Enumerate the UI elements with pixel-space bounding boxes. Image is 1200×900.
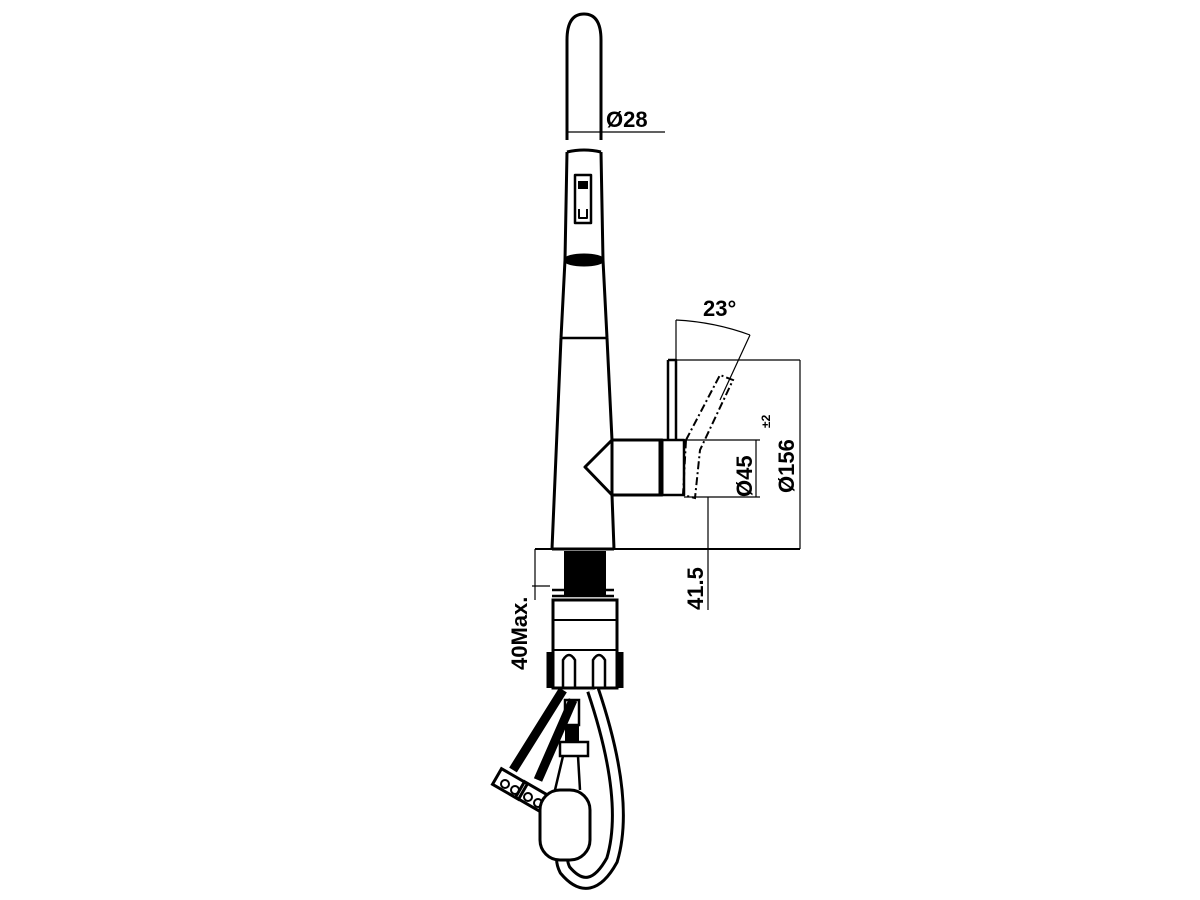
valve-body [610, 438, 664, 497]
dim-lever-height: 41.5 [683, 567, 708, 610]
spray-button [573, 173, 593, 225]
spray-head [565, 12, 603, 140]
dim-max-thickness: 40Max. [507, 597, 532, 670]
supply-hose-1 [509, 687, 567, 773]
dim-spray-diameter: Ø28 [606, 107, 648, 132]
supply-hose-2 [533, 698, 578, 782]
dim-lever-angle: 23° [703, 296, 736, 321]
mounting-nut [551, 598, 619, 690]
dim-overall-height: Ø156 [774, 439, 799, 493]
hose-weight [538, 788, 592, 862]
faucet-body [550, 337, 616, 550]
dim-body-diameter: Ø45 [732, 455, 757, 497]
lever [666, 358, 678, 440]
dim-tolerance: ±2 [759, 414, 773, 428]
